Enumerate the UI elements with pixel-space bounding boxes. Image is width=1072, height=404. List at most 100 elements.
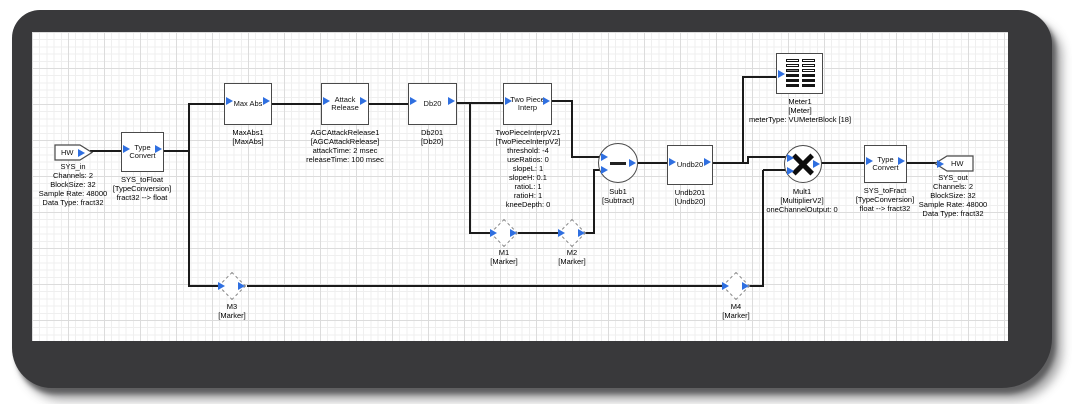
- block-title: Type Convert: [872, 154, 899, 172]
- block-db20[interactable]: Db20: [408, 83, 457, 125]
- wire[interactable]: [742, 76, 744, 164]
- wire[interactable]: [368, 103, 411, 105]
- input-port-icon[interactable]: [410, 97, 417, 105]
- wire[interactable]: [571, 156, 602, 158]
- input-port-icon[interactable]: [778, 70, 785, 78]
- wire[interactable]: [469, 103, 471, 234]
- subtract-caption: Sub1 [Subtract]: [601, 187, 635, 205]
- output-port-icon[interactable]: [704, 158, 711, 166]
- wire[interactable]: [164, 150, 190, 152]
- input-port-icon[interactable]: [226, 97, 233, 105]
- block-maxabs[interactable]: Max Abs: [224, 83, 272, 125]
- block-undb20[interactable]: Undb20: [667, 145, 713, 185]
- wire[interactable]: [905, 162, 938, 164]
- input-port-icon[interactable]: [218, 282, 225, 290]
- input-port-icon[interactable]: [601, 153, 608, 161]
- block-attack-release[interactable]: Attack Release: [321, 83, 369, 125]
- input-port-icon[interactable]: [669, 158, 676, 166]
- wire[interactable]: [743, 76, 780, 78]
- wire[interactable]: [90, 150, 124, 152]
- wire[interactable]: [593, 170, 595, 234]
- output-port-icon[interactable]: [238, 282, 245, 290]
- wire[interactable]: [820, 162, 867, 164]
- wire[interactable]: [552, 100, 573, 102]
- output-port-icon[interactable]: [78, 148, 85, 157]
- multiplier-caption: Mult1 [MultiplierV2] oneChannelOutput: 0: [766, 187, 838, 214]
- wire[interactable]: [188, 103, 190, 287]
- output-port-icon[interactable]: [813, 160, 820, 168]
- wire[interactable]: [247, 285, 724, 287]
- block-title: Max Abs: [233, 98, 263, 108]
- input-port-icon[interactable]: [937, 159, 944, 168]
- block-title: Db20: [423, 98, 442, 108]
- input-port-icon[interactable]: [490, 229, 497, 237]
- output-port-icon[interactable]: [510, 229, 517, 237]
- input-port-icon[interactable]: [601, 166, 608, 174]
- input-port-icon[interactable]: [787, 154, 794, 162]
- hw-label: HW: [61, 148, 74, 157]
- sys-in-caption: SYS_in Channels: 2 BlockSize: 32 Sample …: [38, 162, 108, 207]
- m4-caption: M4 [Marker]: [722, 302, 750, 320]
- sys-out-caption: SYS_out Channels: 2 BlockSize: 32 Sample…: [918, 173, 988, 218]
- hw-tag-shape: [54, 144, 94, 161]
- output-port-icon[interactable]: [898, 157, 905, 165]
- wire[interactable]: [763, 169, 789, 171]
- wire[interactable]: [713, 162, 749, 164]
- input-port-icon[interactable]: [866, 157, 873, 165]
- block-subtract[interactable]: [598, 143, 638, 183]
- block-two-piece-interp[interactable]: Two Piece Interp: [503, 83, 552, 125]
- two-piece-interp-caption: TwoPieceInterpV21 [TwoPieceInterpV2] thr…: [495, 128, 561, 209]
- output-port-icon[interactable]: [742, 282, 749, 290]
- wire[interactable]: [593, 169, 602, 171]
- output-port-icon[interactable]: [629, 159, 636, 167]
- input-port-icon[interactable]: [123, 145, 130, 153]
- sys-tofract-caption: SYS_toFract [TypeConversion] float --> f…: [855, 186, 915, 213]
- hw-output-pin[interactable]: HW: [933, 155, 974, 172]
- diagram-layer: HW SYS_in Channels: 2 BlockSize: 32 Samp…: [32, 32, 1008, 341]
- output-port-icon[interactable]: [360, 97, 367, 105]
- m1-caption: M1 [Marker]: [490, 248, 518, 266]
- minus-icon: [610, 161, 626, 165]
- output-port-icon[interactable]: [448, 97, 455, 105]
- input-port-icon[interactable]: [323, 97, 330, 105]
- wire[interactable]: [189, 103, 227, 105]
- output-port-icon[interactable]: [155, 145, 162, 153]
- wire[interactable]: [748, 285, 764, 287]
- design-canvas[interactable]: HW SYS_in Channels: 2 BlockSize: 32 Samp…: [32, 32, 1008, 341]
- wire[interactable]: [470, 232, 491, 234]
- attack-release-caption: AGCAttackRelease1 [AGCAttackRelease] att…: [306, 128, 384, 164]
- wire[interactable]: [637, 162, 670, 164]
- wire[interactable]: [571, 100, 573, 158]
- wire[interactable]: [190, 285, 220, 287]
- block-title: Type Convert: [129, 142, 156, 160]
- hw-input-pin[interactable]: HW: [54, 144, 94, 161]
- sys-tofloat-caption: SYS_toFloat [TypeConversion] fract32 -->…: [112, 175, 172, 202]
- block-title: Attack Release: [331, 94, 359, 112]
- wire[interactable]: [518, 232, 559, 234]
- block-meter[interactable]: [776, 53, 823, 94]
- input-port-icon[interactable]: [787, 167, 794, 175]
- wire[interactable]: [747, 156, 749, 164]
- output-port-icon[interactable]: [543, 97, 550, 105]
- db20-caption: Db201 [Db20]: [420, 128, 444, 146]
- undb20-caption: Undb201 [Undb20]: [674, 188, 706, 206]
- block-multiplier[interactable]: [784, 145, 822, 183]
- output-port-icon[interactable]: [263, 97, 270, 105]
- input-port-icon[interactable]: [505, 97, 512, 105]
- wire[interactable]: [272, 103, 323, 105]
- block-title: Two Piece Interp: [510, 94, 545, 112]
- wire[interactable]: [584, 232, 595, 234]
- input-port-icon[interactable]: [558, 229, 565, 237]
- wire[interactable]: [748, 156, 788, 158]
- m2-caption: M2 [Marker]: [558, 248, 586, 266]
- block-sys-tofract[interactable]: Type Convert: [864, 145, 907, 183]
- maxabs-caption: MaxAbs1 [MaxAbs]: [232, 128, 264, 146]
- wire[interactable]: [762, 170, 764, 287]
- output-port-icon[interactable]: [578, 229, 585, 237]
- designer-frame: HW SYS_in Channels: 2 BlockSize: 32 Samp…: [12, 10, 1052, 388]
- m3-caption: M3 [Marker]: [218, 302, 246, 320]
- hw-label: HW: [951, 159, 964, 168]
- input-port-icon[interactable]: [722, 282, 729, 290]
- block-sys-tofloat[interactable]: Type Convert: [121, 132, 164, 172]
- wire[interactable]: [456, 102, 506, 104]
